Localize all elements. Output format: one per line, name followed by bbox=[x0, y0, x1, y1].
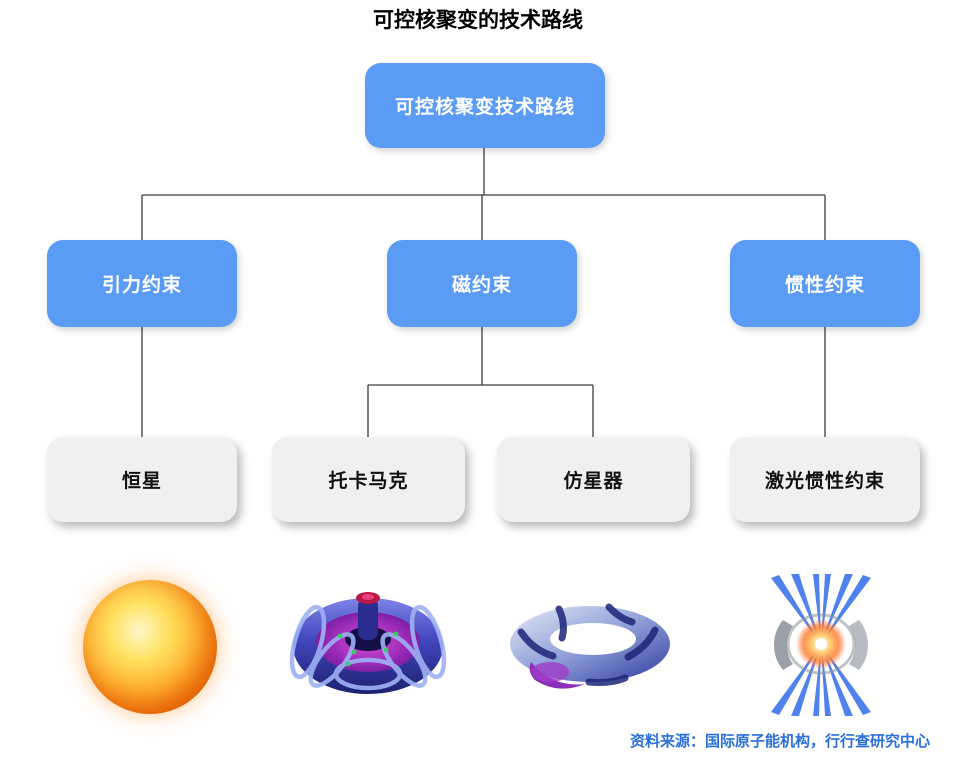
node-label: 恒星 bbox=[121, 471, 162, 492]
node-root: 可控核聚变技术路线 bbox=[365, 63, 605, 148]
tokamak-image bbox=[289, 592, 447, 694]
stellarator-image bbox=[510, 603, 670, 689]
node-label: 引力约束 bbox=[101, 275, 182, 296]
node-inertial-confinement: 惯性约束 bbox=[730, 240, 920, 327]
node-label: 磁约束 bbox=[451, 275, 512, 296]
node-label: 惯性约束 bbox=[784, 275, 865, 296]
node-laser-icf: 激光惯性约束 bbox=[730, 437, 920, 522]
node-label: 仿星器 bbox=[563, 471, 624, 492]
node-magnetic-confinement: 磁约束 bbox=[387, 240, 577, 327]
sun-image bbox=[83, 580, 217, 714]
node-root-label: 可控核聚变技术路线 bbox=[394, 97, 575, 118]
node-stellarator: 仿星器 bbox=[497, 437, 690, 522]
node-label: 激光惯性约束 bbox=[764, 471, 885, 492]
laser-icf-image bbox=[771, 574, 871, 716]
page-title: 可控核聚变的技术路线 bbox=[373, 9, 583, 32]
source-note: 资料来源：国际原子能机构，行行查研究中心 bbox=[629, 733, 930, 750]
node-label: 托卡马克 bbox=[328, 471, 409, 492]
node-tokamak: 托卡马克 bbox=[272, 437, 465, 522]
node-star: 恒星 bbox=[47, 437, 237, 522]
node-gravitational-confinement: 引力约束 bbox=[47, 240, 237, 327]
